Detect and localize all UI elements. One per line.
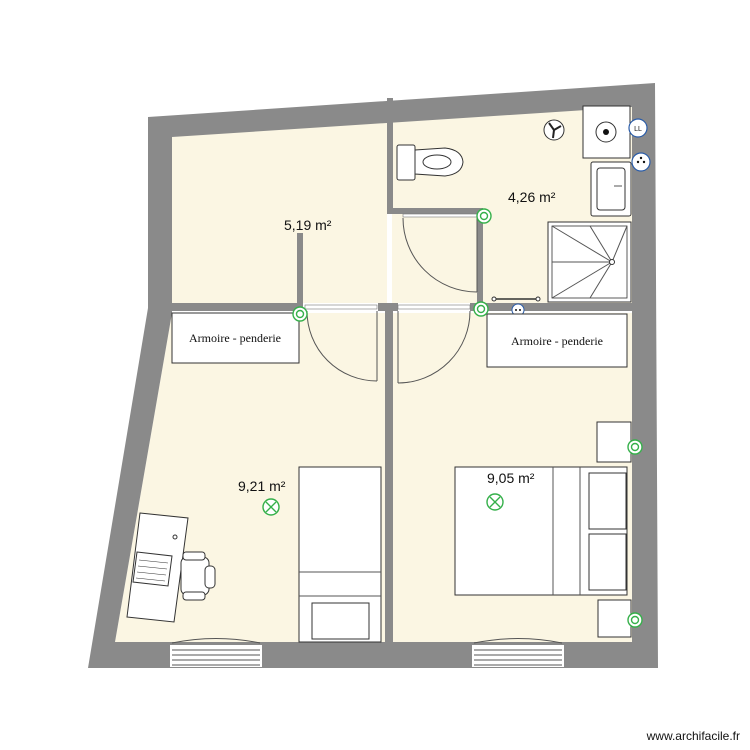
outlet-icon-bedroom-left [292, 306, 308, 322]
floor-wc [172, 117, 387, 303]
light-icon-bedroom-left [262, 498, 280, 516]
wall-middle-right [470, 303, 632, 311]
nightstand-bottom [597, 599, 632, 638]
office-chair [180, 551, 216, 601]
wardrobe-left: Armoire - penderie [171, 312, 300, 364]
toilet [396, 144, 464, 181]
washing-machine [582, 105, 631, 159]
single-bed [298, 466, 382, 643]
area-label-bedroom-right: 9,05 m² [487, 470, 535, 486]
wall-middle-left [150, 303, 300, 311]
desk [126, 512, 189, 623]
fan-icon [543, 119, 565, 141]
towel-rail [491, 296, 541, 302]
window-left [170, 638, 262, 667]
socket-icon [631, 152, 651, 172]
outlet-icon-nightstand-bottom [627, 612, 643, 628]
sink [590, 161, 632, 217]
area-label-wc: 5,19 m² [284, 217, 332, 233]
washing-machine-badge: LL [628, 118, 648, 138]
wall-wc-bath-vertical [387, 98, 393, 214]
wardrobe-right-label: Armoire - penderie [511, 334, 603, 348]
outlet-icon-bath-lower [473, 301, 489, 317]
area-label-bath: 4,26 m² [508, 189, 556, 205]
wall-wc-stub [297, 233, 303, 313]
nightstand-top [596, 421, 632, 463]
washing-machine-badge-label: LL [634, 126, 642, 133]
watermark-link[interactable]: www.archifacile.fr [646, 729, 740, 743]
wall-bedrooms-divider [385, 311, 393, 642]
shower [547, 221, 632, 303]
light-icon-bedroom-right [486, 493, 504, 511]
door-bedroom-left [304, 304, 378, 382]
double-bed [454, 466, 628, 596]
door-bedroom-right [397, 304, 471, 384]
wardrobe-right: Armoire - penderie [486, 313, 628, 368]
area-label-bedroom-left: 9,21 m² [238, 478, 286, 494]
wall-bath-lower-stub [477, 214, 483, 314]
wardrobe-left-label: Armoire - penderie [189, 331, 281, 345]
wall-wc-bath-horizontal [387, 208, 483, 214]
outlet-icon-nightstand-top [627, 439, 643, 455]
wall-middle-center [378, 303, 398, 311]
window-right [472, 638, 564, 667]
door-wc-bath [402, 213, 478, 293]
outlet-icon-bath-upper [476, 208, 492, 224]
